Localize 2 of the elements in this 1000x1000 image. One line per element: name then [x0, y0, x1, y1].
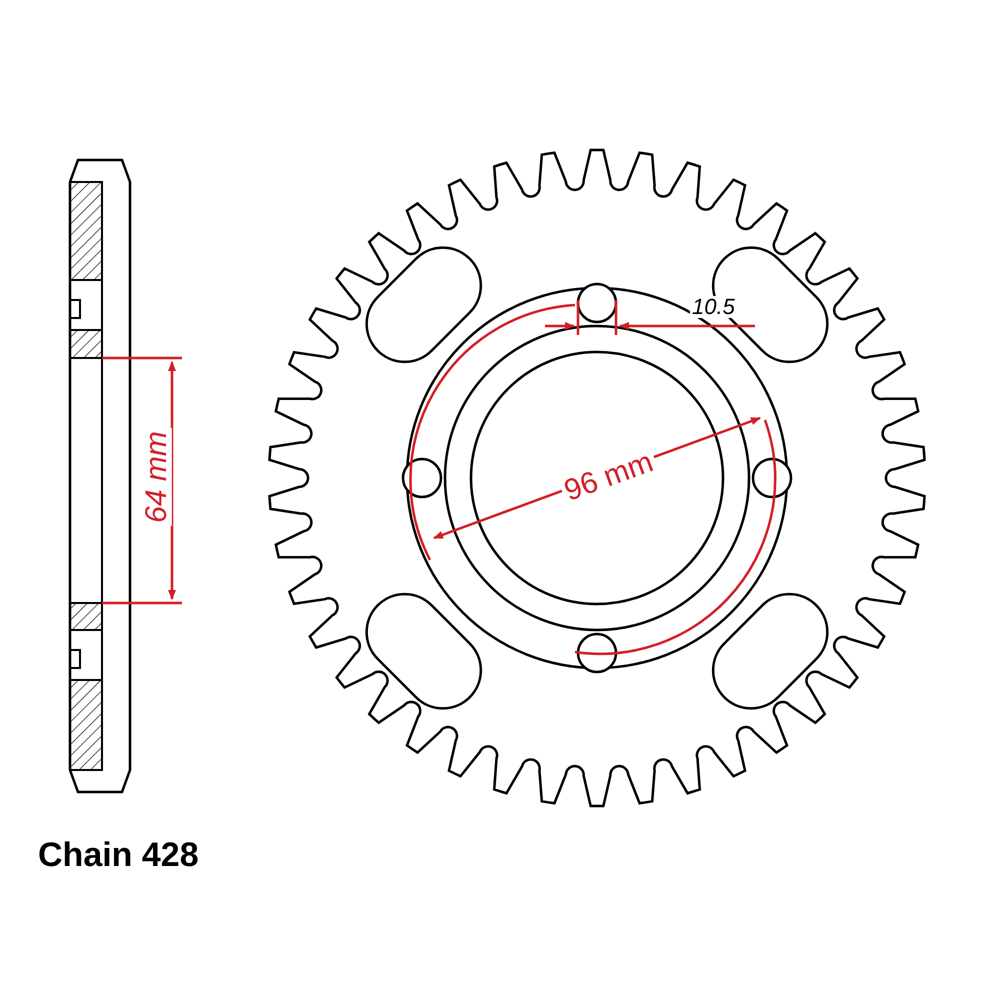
dimension-label: 10.5: [690, 296, 737, 318]
chain-size-label: Chain 428: [38, 838, 199, 872]
